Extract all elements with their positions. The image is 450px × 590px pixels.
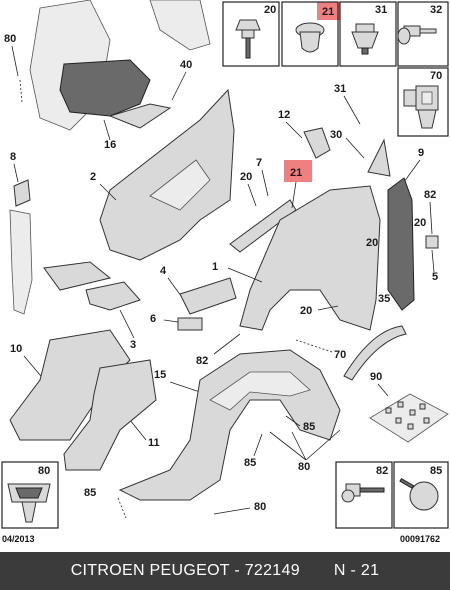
nut-70-icon [403, 85, 439, 129]
thumb-21-label: 21 [322, 6, 334, 18]
catalog-text: CITROEN PEUGEOT - 722149 [70, 562, 300, 579]
thumb-82-label: 82 [376, 465, 388, 477]
part-3-lower-bracket[interactable] [43, 261, 141, 311]
callout-80-top-left: 80 [4, 33, 16, 45]
part-30-corner-trim[interactable] [367, 138, 391, 177]
clip-31-icon [351, 23, 379, 55]
callout-12: 12 [278, 109, 290, 121]
callout-82-center: 82 [196, 355, 208, 367]
callout-40: 40 [180, 59, 192, 71]
callout-2: 2 [90, 171, 96, 183]
callout-11: 11 [148, 437, 160, 449]
thumb-21-highlight [317, 2, 343, 20]
pin-32-icon [397, 25, 437, 45]
thumbnail-row-top: 20 21 31 32 70 [222, 1, 449, 137]
callout-90: 90 [370, 371, 382, 383]
bolt-20-icon [235, 19, 261, 59]
callout-15: 15 [154, 369, 166, 381]
callout-31: 31 [334, 83, 346, 95]
screw-82-icon [341, 483, 385, 503]
callout-20-upper: 20 [240, 171, 252, 183]
part-4-mounting-bracket[interactable] [179, 277, 237, 315]
drawing-number: 00091762 [400, 534, 440, 544]
thumb-20-label: 20 [264, 4, 276, 16]
callout-1: 1 [212, 261, 218, 273]
clip-21-icon [295, 22, 325, 53]
catalog-footer: CITROEN PEUGEOT - 722149 N - 21 [0, 552, 450, 590]
thumb-31-label: 31 [375, 4, 387, 16]
part-16-wheel-arch-liner-upper[interactable] [29, 0, 211, 131]
thumb-32-label: 32 [430, 4, 442, 16]
part-11-lower-reinforcement[interactable] [63, 359, 157, 471]
part-35-arch-molding[interactable] [343, 325, 407, 381]
callout-21[interactable]: 21 [290, 167, 302, 179]
callout-85-lower: 85 [244, 457, 256, 469]
part-6-plate[interactable] [177, 317, 203, 331]
callout-21-highlight [284, 160, 312, 182]
page-reference: N - 21 [333, 562, 380, 579]
callout-6: 6 [150, 313, 156, 325]
callout-4: 4 [160, 265, 167, 277]
part-10-lower-reinforcement[interactable] [9, 329, 131, 441]
callout-16: 16 [104, 139, 116, 151]
callout-80-lower: 80 [298, 461, 310, 473]
callout-10: 10 [10, 343, 22, 355]
callout-70: 70 [334, 349, 346, 361]
callout-30: 30 [330, 129, 342, 141]
part-1-front-fender[interactable] [239, 185, 381, 331]
thumb-70-label: 70 [430, 70, 442, 82]
thumb-80-label: 80 [38, 465, 50, 477]
part-2-inner-wheelhouse[interactable] [99, 88, 235, 261]
callout-80-bottom: 80 [254, 501, 266, 513]
callout-82-right: 82 [424, 189, 436, 201]
part-8-bracket[interactable] [9, 179, 33, 315]
callout-5: 5 [432, 271, 438, 283]
callout-7: 7 [256, 157, 262, 169]
callout-85-bottom: 85 [84, 487, 96, 499]
callout-20-right: 20 [414, 217, 426, 229]
callout-20-side: 20 [366, 237, 378, 249]
part-12-hinge-bracket[interactable] [303, 127, 331, 159]
part-9-side-seal[interactable] [387, 177, 415, 311]
callout-8: 8 [10, 151, 16, 163]
part-15-wheel-arch-liner[interactable] [118, 349, 341, 501]
date-code: 04/2013 [2, 534, 35, 544]
thumb-21-frame[interactable] [281, 1, 339, 67]
washer-screw-85-icon [399, 477, 439, 511]
callout-85-mid: 85 [303, 421, 315, 433]
thumb-85-label: 85 [430, 465, 442, 477]
callout-20-fender: 20 [300, 305, 312, 317]
part-90-clip-kit[interactable] [369, 393, 449, 443]
parts-diagram: 20 21 31 32 70 [1, 0, 449, 544]
part-5-clip[interactable] [425, 235, 439, 249]
callout-9: 9 [418, 147, 424, 159]
clip-80-icon [7, 483, 51, 523]
callout-3: 3 [130, 339, 136, 351]
callout-35: 35 [378, 293, 390, 305]
